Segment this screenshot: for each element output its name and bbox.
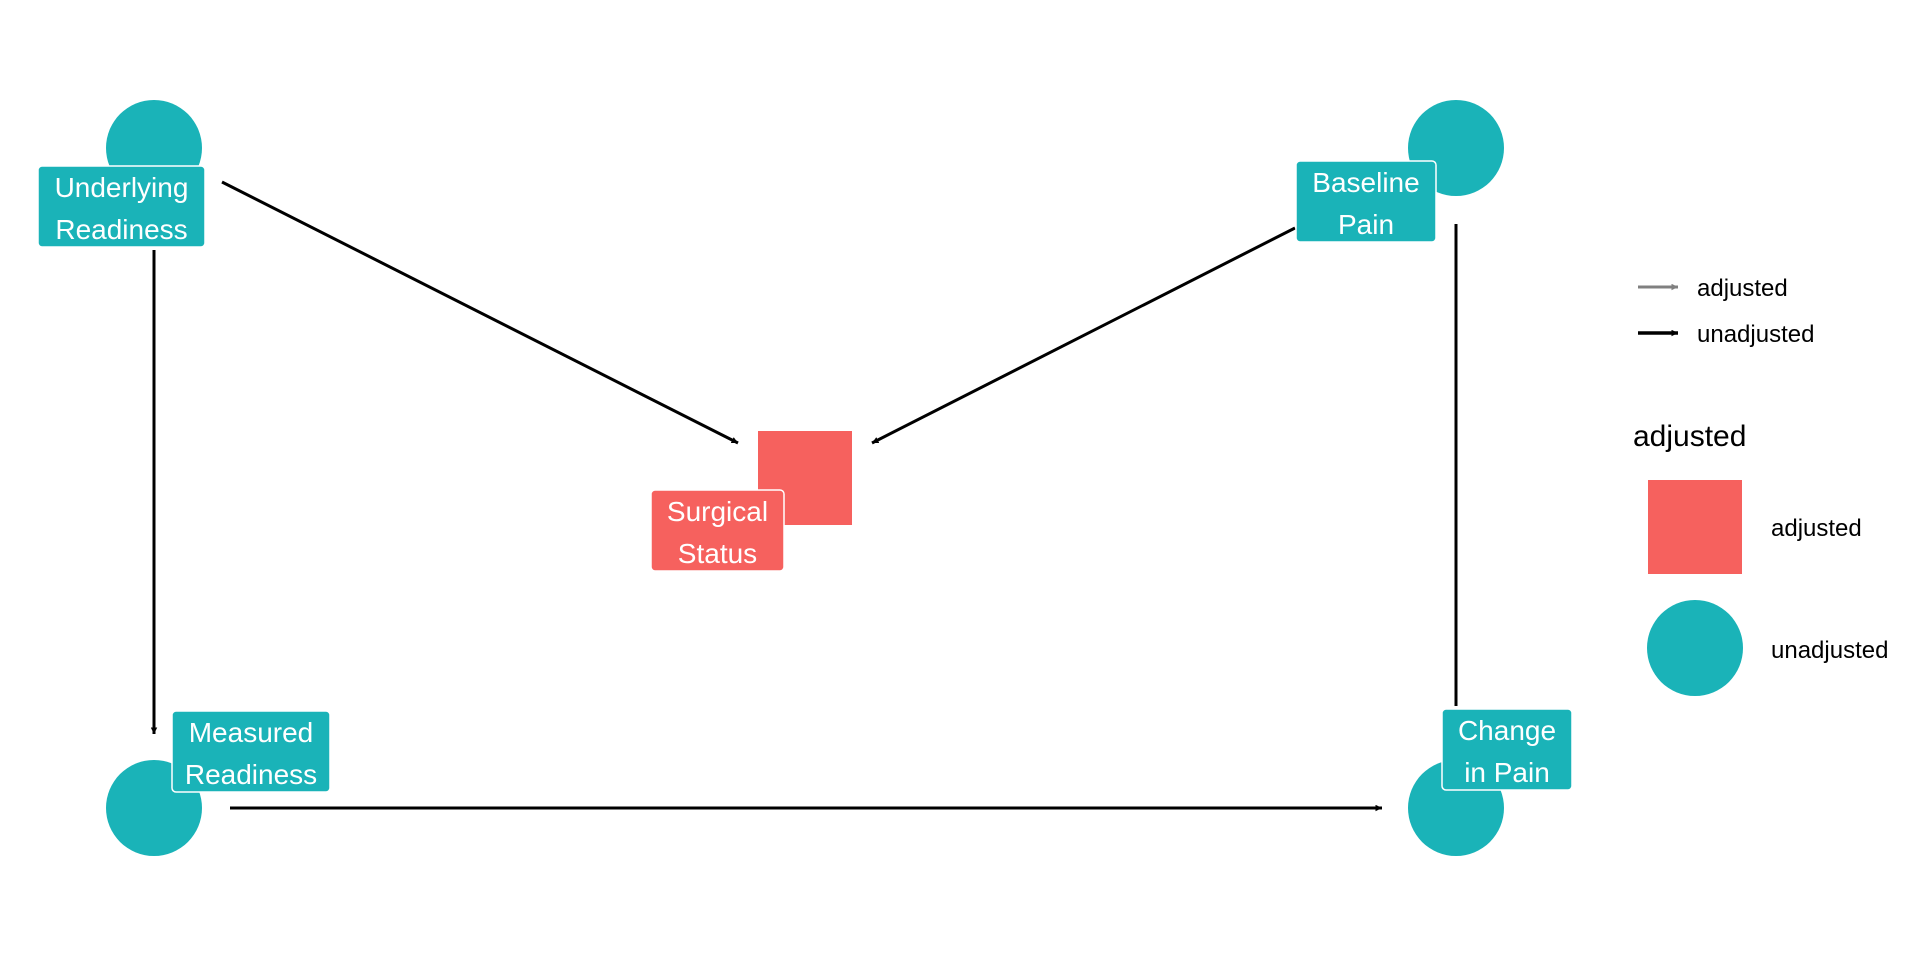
legend-node-unadjusted-label: unadjusted — [1771, 637, 1888, 664]
node-labels-layer: UnderlyingReadinessBaselinePainSurgicalS… — [37, 160, 1573, 793]
edge-underlying-readiness-to-surgical-status — [221, 180, 739, 445]
legend-node-title: adjusted — [1633, 420, 1746, 453]
node-change-in-pain-label-box — [1441, 708, 1573, 791]
legend-node-unadjusted: unadjusted — [1647, 600, 1888, 696]
node-baseline-pain-label-line-2: Pain — [1338, 209, 1394, 240]
node-measured-readiness-label-line-2: Readiness — [185, 759, 317, 790]
node-change-in-pain-label: Change in Pain — [1441, 708, 1573, 791]
legend-edge-unadjusted: unadjusted — [1638, 321, 1814, 348]
edge-baseline-pain-to-surgical-status — [871, 226, 1296, 445]
legend-edge-unadjusted-label: unadjusted — [1697, 321, 1814, 348]
node-measured-readiness-label-line-1: Measured — [189, 717, 314, 748]
legend-node-adjusted-label: adjusted — [1771, 515, 1862, 542]
legend-edge-adjusted-label: adjusted — [1697, 275, 1788, 302]
edges-layer — [150, 180, 1458, 812]
node-baseline-pain-label-line-1: Baseline — [1312, 167, 1419, 198]
node-underlying-readiness-label-line-1: Underlying — [55, 172, 189, 203]
node-baseline-pain-label-box — [1295, 160, 1437, 243]
node-change-in-pain-label-line-1: Change — [1458, 715, 1556, 746]
legend-adjusted-square-icon — [1648, 480, 1742, 574]
node-underlying-readiness-label-line-2: Readiness — [55, 214, 187, 245]
node-measured-readiness-label-box — [171, 710, 331, 793]
legend-edge-adjusted: adjusted — [1638, 275, 1788, 302]
node-underlying-readiness-label-box — [37, 165, 206, 248]
node-surgical-status-label-box — [650, 489, 785, 572]
node-change-in-pain-label-line-2: in Pain — [1464, 757, 1550, 788]
legend-unadjusted-circle-icon — [1647, 600, 1743, 696]
node-surgical-status-label-line-2: Status — [678, 538, 757, 569]
legend-node-adjusted: adjusted — [1648, 480, 1862, 574]
legend: adjusted unadjusted adjusted adjusted un… — [1633, 275, 1888, 696]
node-surgical-status-label-line-1: Surgical — [667, 496, 768, 527]
